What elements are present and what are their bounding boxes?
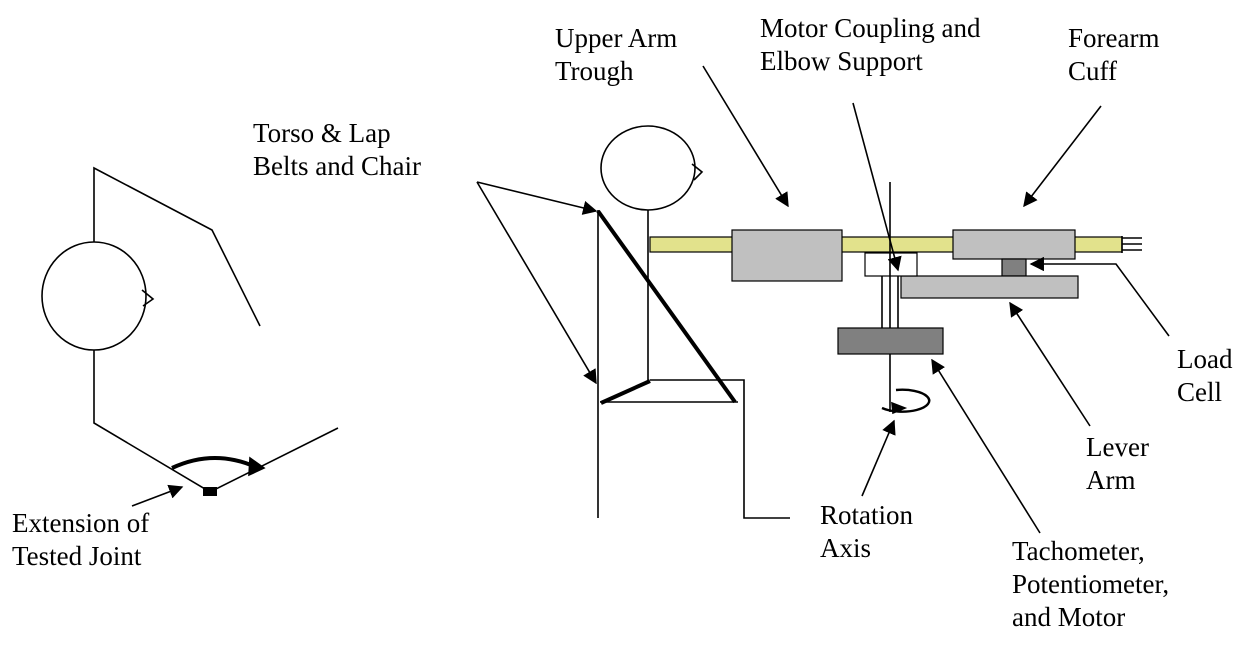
label-forearm-cuff: Forearm Cuff <box>1068 22 1159 88</box>
label-rotation-axis: Rotation Axis <box>820 499 913 565</box>
arrow-lap-belt <box>476 181 597 385</box>
label-load-cell: Load Cell <box>1177 343 1232 409</box>
subject-head-nose <box>691 163 704 181</box>
arrow-rotation-axis <box>861 419 896 497</box>
label-tachometer-line3: and Motor <box>1012 602 1126 632</box>
tachometer-motor-block <box>837 327 944 355</box>
left-joint-figure <box>41 166 339 507</box>
extension-joint-arrow <box>131 484 184 507</box>
rotation-arrow-head <box>891 401 908 415</box>
lap-belt-line <box>600 379 651 405</box>
hand-fingers <box>1121 236 1142 253</box>
label-rotation-axis-line1: Rotation <box>820 500 913 530</box>
label-torso-lap-belts-line2: Belts and Chair <box>253 151 421 181</box>
label-lever-arm-line1: Lever <box>1086 432 1149 462</box>
extension-arc-arrowhead <box>248 456 266 477</box>
label-motor-coupling-line2: Elbow Support <box>760 46 923 76</box>
label-tachometer: Tachometer, Potentiometer, and Motor <box>1012 535 1169 634</box>
elbow-support-bracket <box>864 252 918 277</box>
chair-outline <box>650 379 790 519</box>
upper-arm-trough-block <box>731 229 843 282</box>
label-motor-coupling-line1: Motor Coupling and <box>760 13 981 43</box>
arrow-forearm-cuff <box>1023 105 1102 208</box>
label-lever-arm-line2: Arm <box>1086 465 1136 495</box>
label-tachometer-line1: Tachometer, <box>1012 536 1145 566</box>
label-rotation-axis-line2: Axis <box>820 533 872 563</box>
label-load-cell-line1: Load <box>1177 344 1233 374</box>
left-figure-lower-line <box>93 350 339 493</box>
label-extension-joint-line1: Extension of <box>12 508 150 538</box>
label-extension-joint-line2: Tested Joint <box>12 541 142 571</box>
label-upper-arm-trough: Upper Arm Trough <box>555 22 677 88</box>
subject-head-circle <box>600 125 696 211</box>
arrow-torso-belt <box>476 181 598 215</box>
label-upper-arm-trough-line2: Trough <box>555 56 634 86</box>
left-figure-upper-line <box>93 166 261 327</box>
label-torso-lap-belts: Torso & Lap Belts and Chair <box>253 117 421 183</box>
load-cell-block <box>1001 258 1027 277</box>
label-forearm-cuff-line2: Cuff <box>1068 56 1118 86</box>
label-pointer-arrows <box>476 65 1170 534</box>
arrow-motor-coupling <box>852 102 902 272</box>
label-torso-lap-belts-line1: Torso & Lap <box>253 118 391 148</box>
seated-subject <box>596 125 790 519</box>
label-extension-joint: Extension of Tested Joint <box>12 507 149 573</box>
label-load-cell-line2: Cell <box>1177 377 1222 407</box>
arrow-load-cell <box>1029 256 1170 337</box>
label-lever-arm: Lever Arm <box>1086 431 1149 497</box>
label-tachometer-line2: Potentiometer, <box>1012 569 1170 599</box>
left-head-nose <box>141 289 155 307</box>
extension-arc <box>171 456 259 470</box>
torso-belt-line <box>596 209 737 404</box>
arrow-lever-arm <box>1009 301 1091 427</box>
forearm-cuff-block <box>952 229 1076 260</box>
apparatus <box>649 182 1142 415</box>
arrow-upper-arm-trough <box>702 65 789 208</box>
arrow-tachometer <box>931 358 1041 534</box>
tested-joint-marker <box>203 487 217 496</box>
label-upper-arm-trough-line1: Upper Arm <box>555 23 678 53</box>
left-head-circle <box>41 241 147 351</box>
label-motor-coupling: Motor Coupling and Elbow Support <box>760 12 981 78</box>
lever-arm-block <box>900 275 1079 299</box>
label-forearm-cuff-line1: Forearm <box>1068 23 1160 53</box>
